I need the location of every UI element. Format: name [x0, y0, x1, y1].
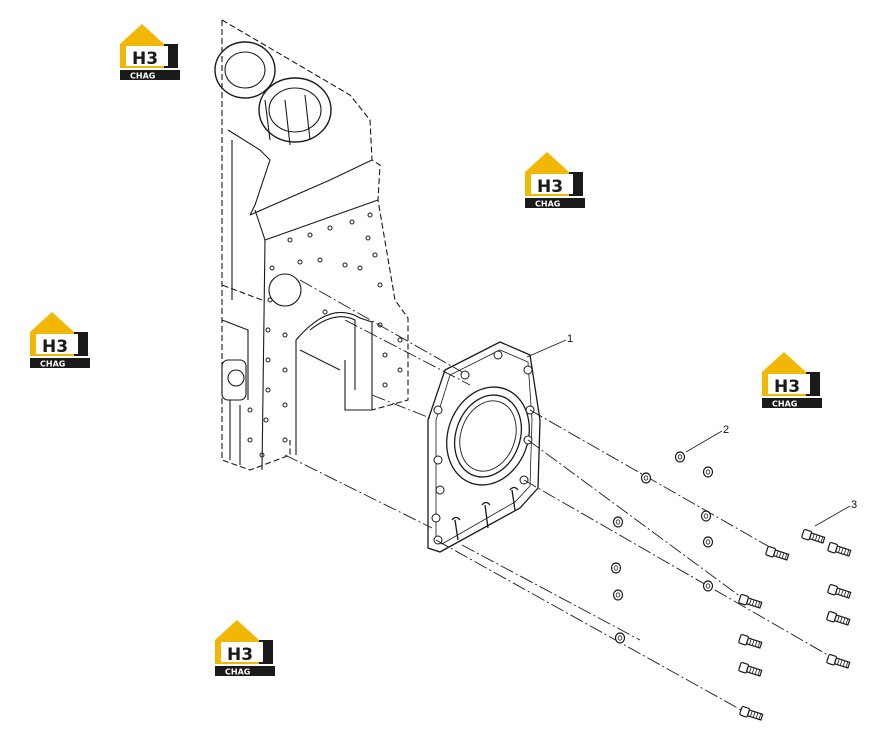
washers — [610, 451, 714, 644]
logo-mark: H3 — [774, 377, 800, 397]
watermark-logo: H3 CHAG — [525, 152, 585, 209]
logo-mark: H3 — [227, 645, 253, 665]
callout-3: 3 — [851, 499, 857, 511]
callout-1: 1 — [567, 333, 573, 345]
watermark-logo: H3 CHAG — [30, 312, 90, 369]
rear-seal-cover — [427, 341, 541, 553]
logo-mark: H3 — [42, 337, 68, 357]
logo-sub: CHAG — [130, 72, 155, 81]
engine-block — [214, 19, 409, 471]
alignment-lines — [284, 279, 841, 717]
watermark-logo: H3 CHAG — [215, 620, 275, 677]
logo-mark: H3 — [132, 49, 158, 69]
logo-sub: CHAG — [772, 400, 797, 409]
callout-2: 2 — [723, 424, 729, 436]
callouts: 1 2 3 — [526, 333, 857, 527]
watermark-logo: H3 CHAG — [120, 24, 180, 81]
bolts — [737, 528, 852, 723]
watermark-logo: H3 CHAG — [762, 352, 822, 409]
logo-sub: CHAG — [225, 668, 250, 677]
logo-sub: CHAG — [40, 360, 65, 369]
logo-sub: CHAG — [535, 200, 560, 209]
logo-mark: H3 — [537, 177, 563, 197]
